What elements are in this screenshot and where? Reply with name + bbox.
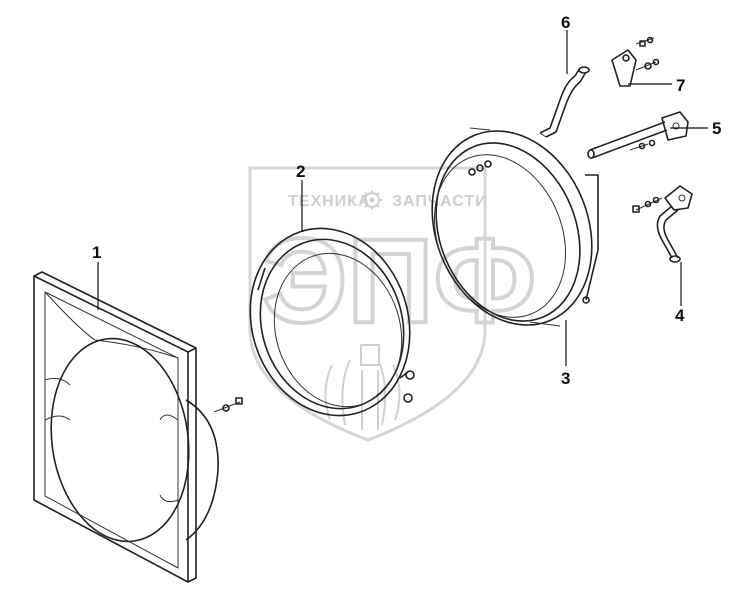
callout-7: 7 bbox=[676, 76, 685, 95]
callout-4: 4 bbox=[675, 306, 685, 325]
part-1-fan-shroud bbox=[33, 271, 243, 583]
callout-3: 3 bbox=[561, 369, 570, 388]
bolt bbox=[213, 397, 243, 413]
callout-6: 6 bbox=[561, 13, 570, 32]
callout-1: 1 bbox=[92, 243, 101, 262]
bolt bbox=[468, 160, 492, 176]
watermark-right-text: ЗАПЧАСТИ bbox=[392, 193, 488, 210]
part-2-ring bbox=[249, 227, 415, 417]
watermark-logo-letters: ЭПФ bbox=[262, 214, 536, 348]
wheat-icon bbox=[324, 344, 401, 430]
part-6-pipe bbox=[539, 66, 590, 138]
callouts: 1 2 3 4 5 6 7 bbox=[92, 13, 721, 388]
gear-icon bbox=[362, 190, 382, 210]
watermark-shield bbox=[248, 166, 487, 442]
part-5-pipe bbox=[587, 111, 689, 159]
leader-lines bbox=[97, 30, 708, 366]
part-7-bracket bbox=[611, 36, 660, 87]
watermark-left-text: ТЕХНИКА bbox=[288, 193, 371, 210]
watermark: ТЕХНИКА ЗАПЧАСТИ ЭПФ bbox=[248, 166, 538, 442]
part-3-ring bbox=[431, 127, 599, 327]
part-4-pipe bbox=[632, 185, 693, 263]
callout-5: 5 bbox=[712, 119, 721, 138]
callout-2: 2 bbox=[296, 162, 305, 181]
